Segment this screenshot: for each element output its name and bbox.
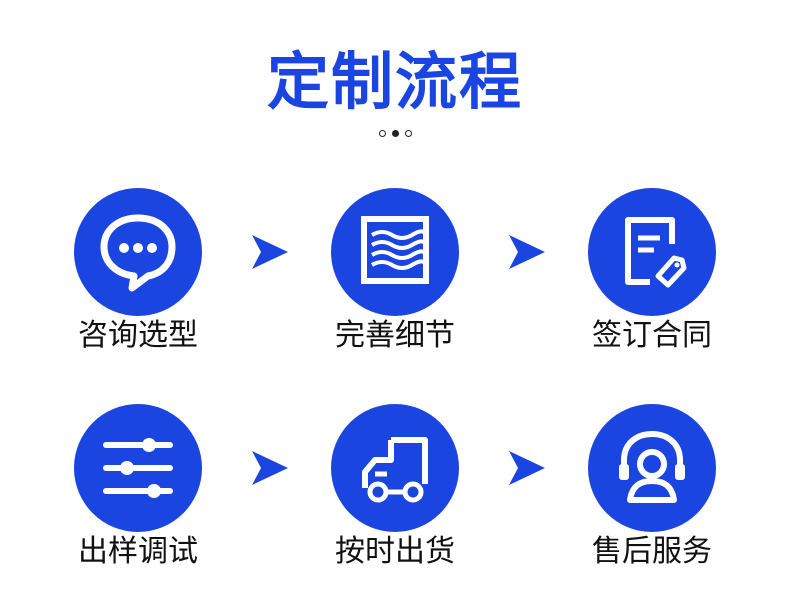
chat-bubble-icon xyxy=(100,214,176,292)
headset-icon xyxy=(619,430,685,503)
indicator-dot xyxy=(378,130,386,137)
step-label: 咨询选型 xyxy=(78,318,198,353)
step-label: 售后服务 xyxy=(592,534,712,569)
step-icon-circle xyxy=(588,404,716,532)
step-label: 出样调试 xyxy=(78,534,198,569)
arrow-right-icon xyxy=(509,451,545,485)
arrow-right-icon xyxy=(509,235,545,269)
arrow-right-icon xyxy=(252,235,288,269)
step-label: 签订合同 xyxy=(592,318,712,353)
indicator-dot xyxy=(404,130,412,137)
step-icon-circle xyxy=(331,188,459,316)
arrow-right-icon xyxy=(252,451,288,485)
step-icon-circle xyxy=(588,188,716,316)
step-icon-circle xyxy=(331,404,459,532)
truck-icon xyxy=(362,437,428,503)
step-icon-circle xyxy=(74,404,202,532)
indicator-dot-active xyxy=(391,130,399,137)
page-title: 定制流程 xyxy=(266,45,523,118)
step-icon-circle xyxy=(74,188,202,316)
wave-frame-icon xyxy=(361,216,429,284)
sliders-icon xyxy=(103,438,173,498)
step-label: 完善细节 xyxy=(335,318,455,353)
contract-icon xyxy=(625,217,687,288)
step-label: 按时出货 xyxy=(335,534,455,569)
page-indicator xyxy=(0,130,790,137)
